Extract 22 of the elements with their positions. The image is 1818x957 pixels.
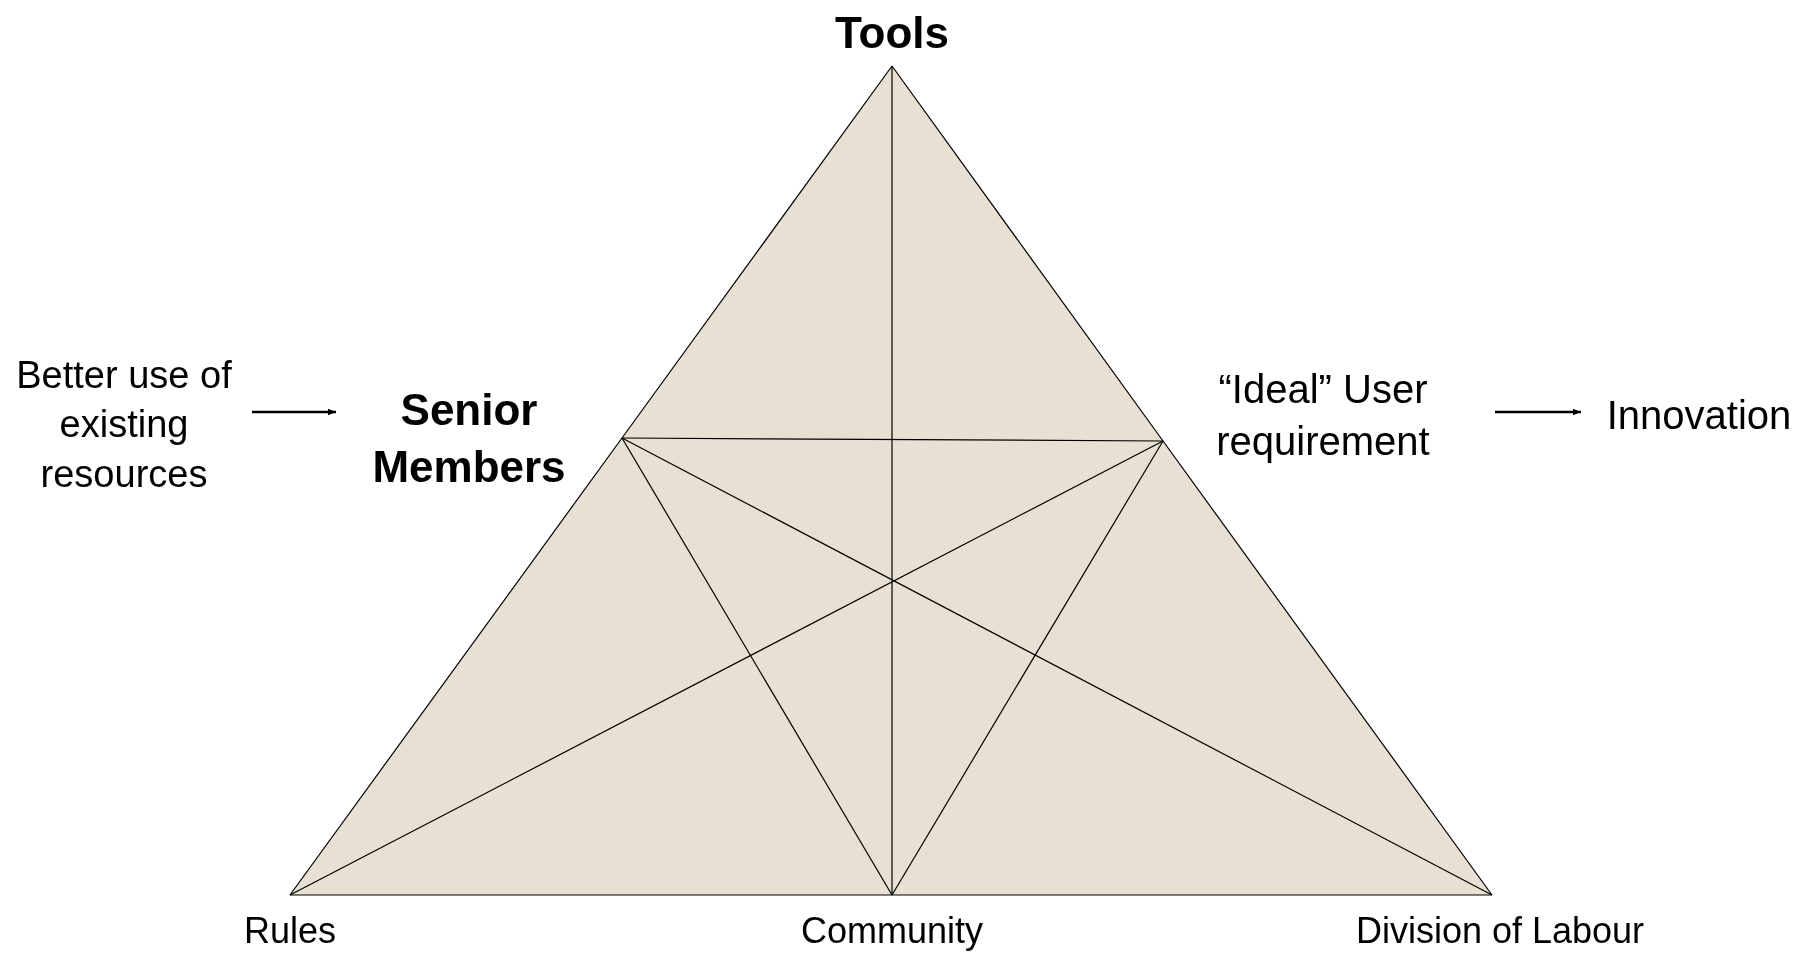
connector-line <box>289 894 893 896</box>
vertex-label: “Ideal” User requirement <box>1215 366 1431 465</box>
vertex-label: Senior Members <box>371 383 567 493</box>
connector-line <box>891 65 893 896</box>
arrow <box>1495 408 1581 416</box>
vertex-label: Tools <box>834 7 950 59</box>
arrow <box>252 408 336 416</box>
input-label: Better use of existing resources <box>15 352 233 497</box>
connector-line <box>891 894 1493 896</box>
connector-line <box>621 437 1164 442</box>
connector-line <box>891 65 1164 442</box>
vertex-label: Division of Labour <box>1355 909 1645 954</box>
connector-line <box>621 437 1493 896</box>
connector-line <box>621 65 893 439</box>
connector-line <box>891 440 1164 896</box>
outcome-label: Innovation <box>1606 392 1792 439</box>
vertex-label: Rules <box>243 909 336 954</box>
vertex-label: Community <box>800 909 983 954</box>
connector-line <box>289 437 623 896</box>
connector-line <box>621 437 893 896</box>
connector-line <box>1162 440 1493 896</box>
connector-line <box>289 440 1164 896</box>
